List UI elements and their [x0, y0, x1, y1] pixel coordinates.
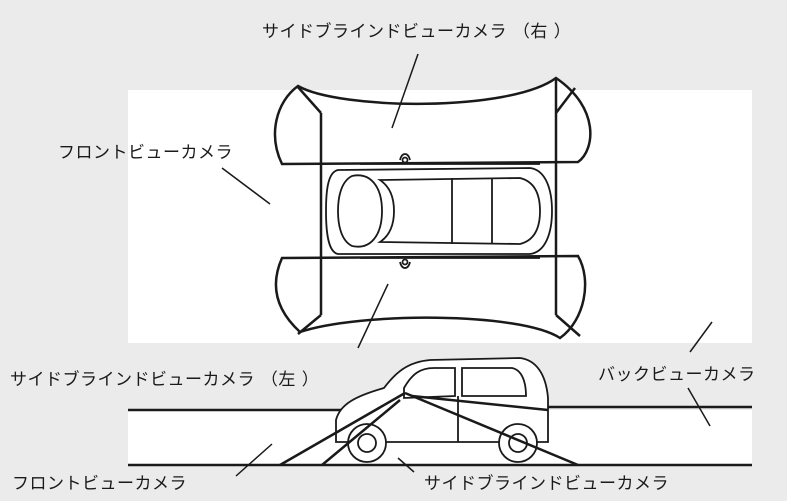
car-top-view: [325, 153, 553, 269]
leader-side-bottom: [397, 457, 415, 473]
label-back-view-camera: バックビューカメラ: [598, 365, 756, 385]
side-left-camera-zone: [274, 254, 587, 340]
label-front-view-camera-top: フロントビューカメラ: [58, 143, 233, 163]
leader-back-bottom: [687, 387, 711, 427]
label-side-blind-left-camera: サイドブラインドビューカメラ （左 ）: [10, 370, 320, 390]
leader-front-top: [221, 167, 271, 205]
leader-side-right: [391, 53, 419, 129]
leader-back-top: [689, 321, 713, 353]
leader-side-left: [357, 283, 389, 349]
leader-front-bottom: [235, 443, 273, 477]
label-side-blind-right-camera: サイドブラインドビューカメラ （右 ）: [262, 22, 572, 42]
label-front-view-camera-bottom: フロントビューカメラ: [12, 474, 187, 494]
label-side-blind-camera-bottom: サイドブラインドビューカメラ: [424, 474, 669, 494]
side-right-camera-zone: [273, 76, 592, 166]
